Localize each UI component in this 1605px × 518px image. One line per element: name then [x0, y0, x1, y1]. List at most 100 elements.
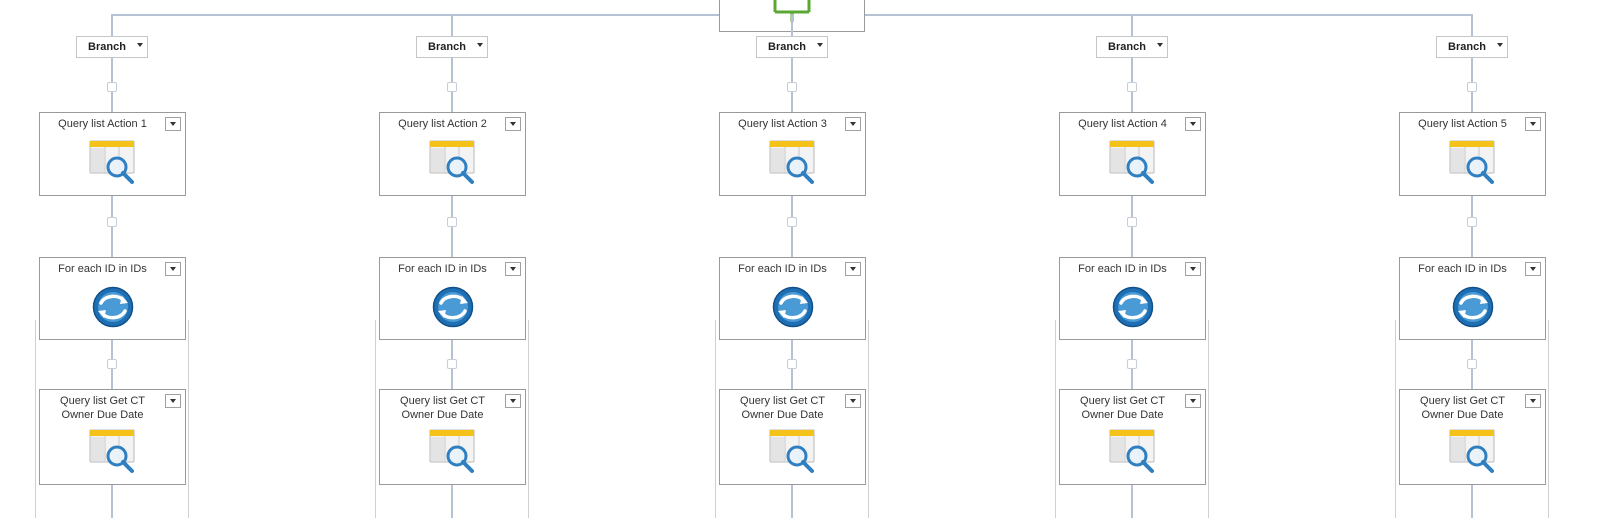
action-menu-button[interactable] — [1185, 394, 1201, 408]
action-title: Query list Get CT Owner Due Date — [1080, 395, 1165, 421]
insert-step-connector[interactable] — [787, 82, 797, 92]
action-title: For each ID in IDs — [58, 263, 147, 275]
insert-step-connector[interactable] — [1127, 217, 1137, 227]
action-menu-button[interactable] — [1185, 262, 1201, 276]
query-list-icon — [769, 429, 814, 473]
action-for-each-loop[interactable]: For each ID in IDs — [379, 257, 526, 340]
insert-step-connector[interactable] — [447, 82, 457, 92]
action-menu-button[interactable] — [505, 117, 521, 131]
chevron-down-icon — [817, 43, 823, 47]
action-for-each-loop[interactable]: For each ID in IDs — [1399, 257, 1546, 340]
action-icon-wrap — [432, 286, 474, 333]
insert-step-connector[interactable] — [107, 359, 117, 369]
action-icon-wrap — [92, 286, 134, 333]
insert-step-connector[interactable] — [1127, 82, 1137, 92]
action-query-list[interactable]: Query list Action 5 — [1399, 112, 1546, 196]
action-query-list-inner[interactable]: Query list Get CT Owner Due Date — [1399, 389, 1546, 485]
action-menu-button[interactable] — [1525, 394, 1541, 408]
flow-line — [1131, 14, 1133, 36]
insert-step-connector[interactable] — [1467, 82, 1477, 92]
loop-container — [1395, 320, 1549, 518]
action-menu-button[interactable] — [845, 394, 861, 408]
flow-line — [111, 484, 113, 518]
query-list-icon — [89, 429, 134, 473]
action-for-each-loop[interactable]: For each ID in IDs — [1059, 257, 1206, 340]
action-query-list[interactable]: Query list Action 4 — [1059, 112, 1206, 196]
insert-step-connector[interactable] — [1467, 359, 1477, 369]
query-list-icon — [89, 140, 134, 184]
insert-step-connector[interactable] — [107, 82, 117, 92]
action-query-list[interactable]: Query list Action 1 — [39, 112, 186, 196]
insert-step-connector[interactable] — [1127, 359, 1137, 369]
action-for-each-loop[interactable]: For each ID in IDs — [719, 257, 866, 340]
action-query-list-inner[interactable]: Query list Get CT Owner Due Date — [39, 389, 186, 485]
action-title: Query list Action 3 — [738, 118, 827, 130]
insert-step-connector[interactable] — [447, 359, 457, 369]
chevron-down-icon — [1497, 43, 1503, 47]
flow-line — [1471, 484, 1473, 518]
action-icon-wrap — [1449, 428, 1497, 479]
flow-line — [451, 14, 453, 36]
action-title: Query list Action 2 — [398, 118, 487, 130]
loop-container — [375, 320, 529, 518]
query-list-icon — [769, 140, 814, 184]
action-menu-button[interactable] — [1525, 117, 1541, 131]
flow-line — [791, 484, 793, 518]
branch-dropdown[interactable]: Branch — [1096, 36, 1168, 58]
action-menu-button[interactable] — [165, 262, 181, 276]
action-icon-wrap — [1452, 286, 1494, 333]
action-icon-wrap — [769, 139, 817, 190]
action-title: Query list Get CT Owner Due Date — [400, 395, 485, 421]
insert-step-connector[interactable] — [787, 359, 797, 369]
insert-step-connector[interactable] — [1467, 217, 1477, 227]
query-list-icon — [1449, 140, 1494, 184]
loop-icon — [1112, 286, 1153, 328]
action-menu-button[interactable] — [845, 117, 861, 131]
branch-dropdown[interactable]: Branch — [416, 36, 488, 58]
query-list-icon — [1449, 429, 1494, 473]
action-query-list-inner[interactable]: Query list Get CT Owner Due Date — [379, 389, 526, 485]
branch-label: Branch — [768, 41, 806, 53]
action-title: For each ID in IDs — [398, 263, 487, 275]
action-icon-wrap — [429, 139, 477, 190]
branch-dropdown[interactable]: Branch — [76, 36, 148, 58]
loop-icon — [772, 286, 813, 328]
action-query-list[interactable]: Query list Action 3 — [719, 112, 866, 196]
action-menu-button[interactable] — [1525, 262, 1541, 276]
query-list-icon — [429, 429, 474, 473]
loop-container — [1055, 320, 1209, 518]
action-menu-button[interactable] — [505, 394, 521, 408]
action-title: For each ID in IDs — [1418, 263, 1507, 275]
insert-step-connector[interactable] — [107, 217, 117, 227]
action-icon-wrap — [769, 428, 817, 479]
flow-line — [451, 484, 453, 518]
action-title: Query list Get CT Owner Due Date — [60, 395, 145, 421]
branch-label: Branch — [428, 41, 466, 53]
action-query-list[interactable]: Query list Action 2 — [379, 112, 526, 196]
action-query-list-inner[interactable]: Query list Get CT Owner Due Date — [1059, 389, 1206, 485]
branch-dropdown[interactable]: Branch — [756, 36, 828, 58]
action-title: For each ID in IDs — [738, 263, 827, 275]
loop-icon — [1452, 286, 1493, 328]
action-menu-button[interactable] — [505, 262, 521, 276]
action-menu-button[interactable] — [845, 262, 861, 276]
branch-dropdown[interactable]: Branch — [1436, 36, 1508, 58]
flow-line — [1131, 484, 1133, 518]
action-icon-wrap — [1109, 428, 1157, 479]
action-for-each-loop[interactable]: For each ID in IDs — [39, 257, 186, 340]
action-title: Query list Action 5 — [1418, 118, 1507, 130]
branch-label: Branch — [88, 41, 126, 53]
branch-label: Branch — [1448, 41, 1486, 53]
action-title: For each ID in IDs — [1078, 263, 1167, 275]
insert-step-connector[interactable] — [787, 217, 797, 227]
action-query-list-inner[interactable]: Query list Get CT Owner Due Date — [719, 389, 866, 485]
chevron-down-icon — [137, 43, 143, 47]
action-menu-button[interactable] — [1185, 117, 1201, 131]
branch-label: Branch — [1108, 41, 1146, 53]
action-title: Query list Get CT Owner Due Date — [740, 395, 825, 421]
action-menu-button[interactable] — [165, 117, 181, 131]
action-menu-button[interactable] — [165, 394, 181, 408]
insert-step-connector[interactable] — [447, 217, 457, 227]
flow-line — [1471, 14, 1473, 36]
